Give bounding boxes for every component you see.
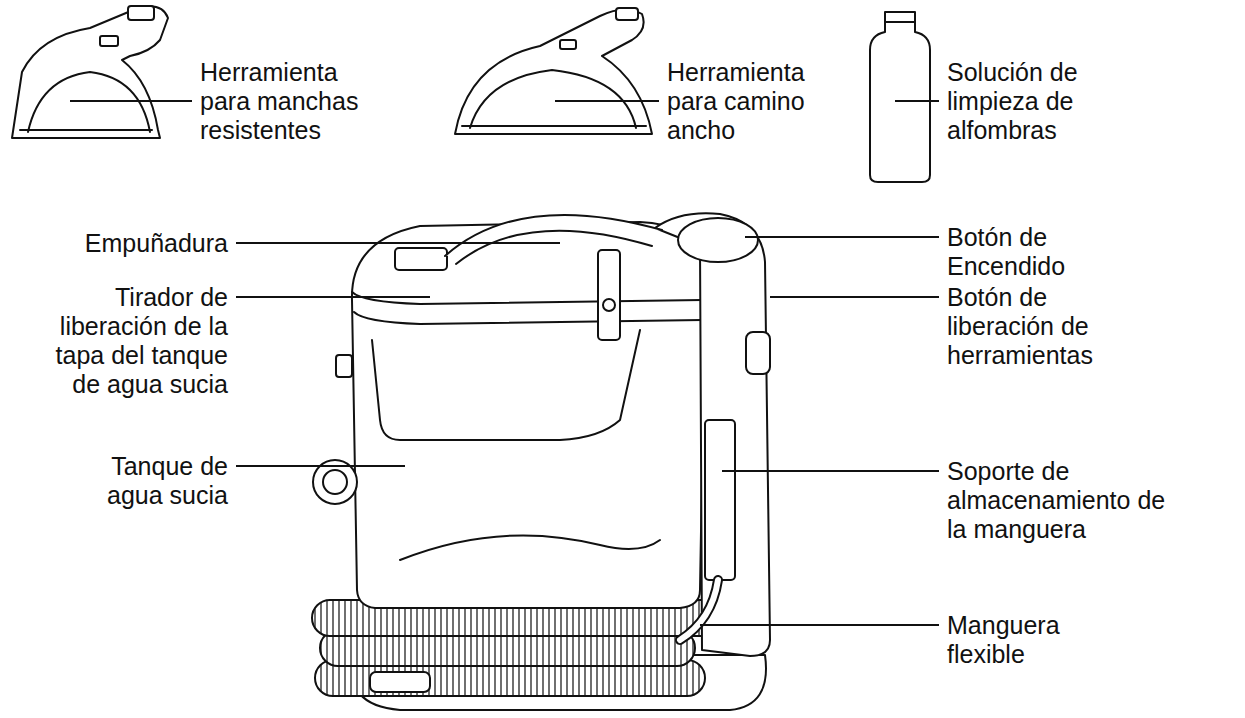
part-label: Tirador de liberación de la tapa del tan… (40, 283, 228, 399)
part-label: Botón de Encendido (947, 223, 1137, 281)
part-label: Soporte de almacenamiento de la manguera (947, 457, 1177, 544)
part-label: Tanque de agua sucia (68, 452, 228, 510)
leader-line (236, 465, 405, 467)
part-label: Solución de limpieza de alfombras (947, 58, 1119, 145)
solution-bottle (870, 12, 930, 182)
leader-line (236, 242, 560, 244)
leader-line (895, 100, 939, 102)
leader-line (722, 470, 939, 472)
carpet-cleaner (312, 213, 770, 710)
leader-line (745, 236, 939, 238)
leader-line (770, 296, 939, 298)
part-label: Manguera flexible (947, 611, 1097, 669)
leader-line (555, 100, 659, 102)
part-label: Botón de liberación de herramientas (947, 283, 1137, 370)
wide-path-tool (455, 8, 652, 134)
leader-line (700, 624, 939, 626)
part-label: Empuñadura (68, 229, 228, 258)
spot-tool (12, 6, 168, 138)
leader-line (236, 296, 430, 298)
leader-line (70, 100, 192, 102)
part-label: Herramienta para manchas resistentes (200, 58, 372, 145)
part-label: Herramienta para camino ancho (667, 58, 839, 145)
